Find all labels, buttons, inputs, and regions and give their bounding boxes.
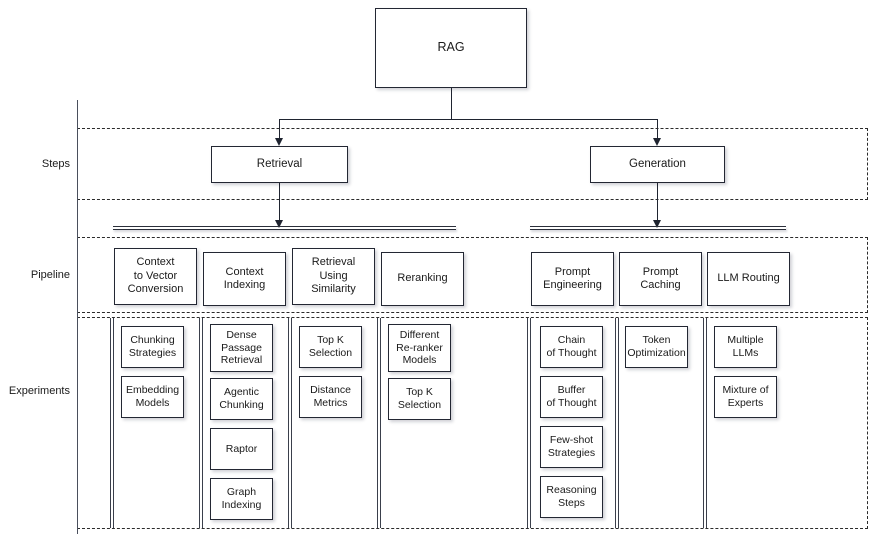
node-context-to-vector-conversion[interactable]: Context to Vector Conversion — [114, 248, 197, 305]
node-experiment-distance-metrics[interactable]: Distance Metrics — [299, 376, 362, 418]
node-experiment-label: Chain of Thought — [546, 334, 597, 359]
node-prompt-engineering[interactable]: Prompt Engineering — [531, 252, 614, 306]
sublane-divider-3 — [288, 318, 292, 528]
node-retrieval-using-similarity-label: Retrieval Using Similarity — [311, 256, 356, 296]
arrowhead-rag-to-generation — [653, 138, 661, 146]
fork-bar-retrieval — [113, 226, 456, 230]
node-experiment-top-k-selection[interactable]: Top K Selection — [299, 326, 362, 368]
node-experiment-graph-indexing[interactable]: Graph Indexing — [210, 478, 273, 520]
node-prompt-caching-label: Prompt Caching — [640, 265, 681, 291]
sublane-divider-6 — [615, 318, 619, 528]
node-retrieval-using-similarity[interactable]: Retrieval Using Similarity — [292, 248, 375, 305]
node-rag[interactable]: RAG — [375, 8, 527, 88]
lane-axis — [77, 100, 78, 534]
node-experiment-agentic-chunking[interactable]: Agentic Chunking — [210, 378, 273, 420]
lane-label-pipeline: Pipeline — [30, 269, 70, 281]
node-experiment-label: Embedding Models — [125, 384, 180, 409]
node-retrieval[interactable]: Retrieval — [211, 146, 348, 183]
node-prompt-engineering-label: Prompt Engineering — [543, 265, 602, 291]
node-experiment-reasoning-steps[interactable]: Reasoning Steps — [540, 476, 603, 518]
node-experiment-multiple-llms[interactable]: Multiple LLMs — [714, 326, 777, 368]
node-experiment-label: Mixture of Experts — [722, 384, 769, 409]
node-retrieval-label: Retrieval — [256, 158, 303, 171]
node-experiment-buffer-of-thought[interactable]: Buffer of Thought — [540, 376, 603, 418]
arrowhead-retrieval-to-fork — [275, 220, 283, 228]
lane-steps — [77, 128, 868, 200]
node-experiment-label: Top K Selection — [308, 334, 353, 359]
node-generation[interactable]: Generation — [590, 146, 725, 183]
node-experiment-token-optimization[interactable]: Token Optimization — [625, 326, 688, 368]
node-llm-routing[interactable]: LLM Routing — [707, 252, 790, 306]
node-experiment-label: Raptor — [225, 442, 258, 455]
node-experiment-label: Agentic Chunking — [219, 386, 264, 411]
fork-bar-generation — [530, 226, 786, 230]
node-experiment-label: Dense Passage Retrieval — [220, 328, 263, 367]
node-experiment-embedding-models[interactable]: Embedding Models — [121, 376, 184, 418]
node-experiment-few-shot-strategies[interactable]: Few-shot Strategies — [540, 426, 603, 468]
connector-rag-to-retrieval — [279, 119, 280, 139]
node-experiment-label: Distance Metrics — [310, 384, 351, 409]
node-experiment-label: Graph Indexing — [221, 486, 262, 511]
connector-retrieval-to-fork — [279, 183, 280, 222]
lane-label-experiments: Experiments — [8, 385, 70, 397]
node-context-indexing[interactable]: Context Indexing — [203, 252, 286, 306]
node-context-to-vector-conversion-label: Context to Vector Conversion — [127, 256, 184, 296]
node-experiment-chunking-strategies[interactable]: Chunking Strategies — [121, 326, 184, 368]
connector-rag-trunk — [451, 88, 452, 119]
node-experiment-dense-passage-retrieval[interactable]: Dense Passage Retrieval — [210, 324, 273, 372]
arrowhead-generation-to-fork — [653, 220, 661, 228]
node-experiment-top-k-selection-rerank[interactable]: Top K Selection — [388, 378, 451, 420]
node-experiment-label: Top K Selection — [397, 386, 442, 411]
node-experiment-label: Reasoning Steps — [546, 484, 597, 509]
node-llm-routing-label: LLM Routing — [717, 272, 780, 285]
node-reranking-label: Reranking — [397, 272, 448, 285]
node-experiment-label: Buffer of Thought — [546, 384, 597, 409]
node-experiment-mixture-of-experts[interactable]: Mixture of Experts — [714, 376, 777, 418]
node-reranking[interactable]: Reranking — [381, 252, 464, 306]
sublane-divider-5 — [527, 318, 531, 528]
node-prompt-caching[interactable]: Prompt Caching — [619, 252, 702, 306]
node-experiment-label: Different Re-ranker Models — [396, 328, 443, 367]
node-experiment-raptor[interactable]: Raptor — [210, 428, 273, 470]
node-experiment-label: Chunking Strategies — [128, 334, 177, 359]
node-experiment-chain-of-thought[interactable]: Chain of Thought — [540, 326, 603, 368]
node-generation-label: Generation — [629, 158, 686, 171]
node-experiment-label: Token Optimization — [627, 334, 686, 359]
sublane-divider-2 — [199, 318, 203, 528]
node-experiment-label: Multiple LLMs — [727, 334, 764, 359]
lane-label-steps: Steps — [41, 158, 70, 170]
connector-rag-split — [279, 119, 658, 120]
connector-rag-to-generation — [657, 119, 658, 139]
sublane-divider-4 — [377, 318, 381, 528]
node-experiment-label: Few-shot Strategies — [547, 434, 596, 459]
node-rag-label: RAG — [437, 40, 465, 55]
connector-generation-to-fork — [657, 183, 658, 222]
node-context-indexing-label: Context Indexing — [223, 265, 266, 291]
sublane-divider-1 — [110, 318, 114, 528]
sublane-divider-7 — [703, 318, 707, 528]
node-experiment-different-re-ranker-models[interactable]: Different Re-ranker Models — [388, 324, 451, 372]
arrowhead-rag-to-retrieval — [275, 138, 283, 146]
